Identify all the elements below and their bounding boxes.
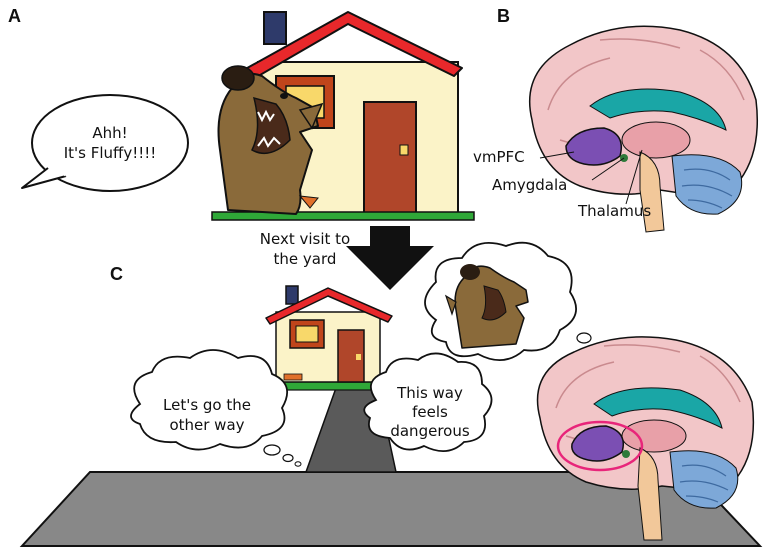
transition-line-1: Next visit to [260, 230, 350, 248]
amygdala-pointer [591, 157, 625, 181]
dog-a-illustration [217, 65, 324, 215]
panel-b-letter: B [497, 6, 510, 26]
thought-right-line-1: This way [396, 384, 463, 402]
amygdala-vmpfc-highlight [556, 420, 644, 472]
thought-left-line-1: Let's go the [163, 396, 251, 414]
panel-c: C Let's go the other way [19, 241, 763, 547]
panel-b: B vmPFC Amygdala Thalamus [473, 6, 759, 233]
thalamus-pointer [625, 149, 643, 205]
panel-a: A Ahh! It's Fluffy!!!! [8, 6, 475, 290]
thought-cloud-right: This way feels dangerous [363, 352, 493, 452]
transition-line-2: the yard [274, 250, 337, 268]
transition-arrow: Next visit to the yard [260, 226, 434, 290]
speech-bubble: Ahh! It's Fluffy!!!! [21, 94, 189, 192]
speech-line-2: It's Fluffy!!!! [64, 144, 157, 162]
thought-right-line-3: dangerous [390, 422, 469, 440]
thought-right-line-2: feels [412, 403, 448, 421]
panel-a-letter: A [8, 6, 21, 26]
amygdala-label: Amygdala [492, 176, 567, 194]
speech-line-1: Ahh! [92, 124, 127, 142]
brain-c-illustration [536, 336, 755, 541]
vmpfc-pointer [539, 151, 575, 159]
brain-b-illustration [528, 25, 759, 233]
dog-c-illustration [444, 264, 529, 349]
house-c [265, 285, 393, 383]
thought-left-line-2: other way [169, 416, 244, 434]
vmpfc-label: vmPFC [473, 148, 525, 166]
thalamus-label: Thalamus [577, 202, 651, 220]
panel-c-letter: C [110, 264, 123, 284]
dog-thought-cloud [424, 241, 612, 363]
thought-cloud-left: Let's go the other way [130, 349, 302, 467]
